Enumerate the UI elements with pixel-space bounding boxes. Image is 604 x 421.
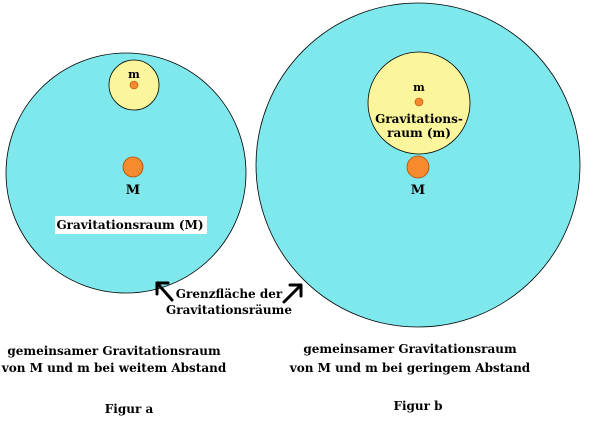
boundary-label-line1: Grenzfläche der bbox=[176, 287, 283, 301]
figure-a-title: Figur a bbox=[105, 402, 154, 416]
large-mass-label-b: M bbox=[411, 183, 425, 198]
small-mass-label-b: m bbox=[413, 81, 425, 94]
space-label-bg-a bbox=[55, 216, 207, 234]
large-mass-b bbox=[406, 155, 430, 179]
small-mass-b bbox=[414, 97, 424, 107]
arrow-up-right-icon bbox=[282, 283, 303, 304]
small-space-label-b-line2: raum (m) bbox=[387, 126, 451, 140]
space-label-a: Gravitationsraum (M) bbox=[56, 218, 203, 232]
small-space-label-b-line1: Gravitations- bbox=[375, 112, 463, 126]
figure-a: m M Gravitationsraum (M) bbox=[5, 52, 247, 294]
small-mass-label-a: m bbox=[128, 68, 140, 81]
small-mass-a bbox=[129, 80, 139, 90]
caption-a-line2: von M und m bei weitem Abstand bbox=[1, 361, 227, 375]
large-mass-label-a: M bbox=[126, 183, 140, 198]
caption-b-line2: von M und m bei geringem Abstand bbox=[289, 361, 531, 375]
boundary-label-line2: Gravitationsräume bbox=[166, 303, 292, 317]
figure-b-title: Figur b bbox=[393, 399, 442, 413]
caption-a-line1: gemeinsamer Gravitationsraum bbox=[7, 344, 221, 358]
arrow-up-left-icon bbox=[155, 281, 174, 302]
caption-b-line1: gemeinsamer Gravitationsraum bbox=[303, 342, 517, 356]
large-mass-a bbox=[122, 156, 144, 178]
figure-b: m Gravitations- raum (m) M bbox=[255, 2, 581, 328]
